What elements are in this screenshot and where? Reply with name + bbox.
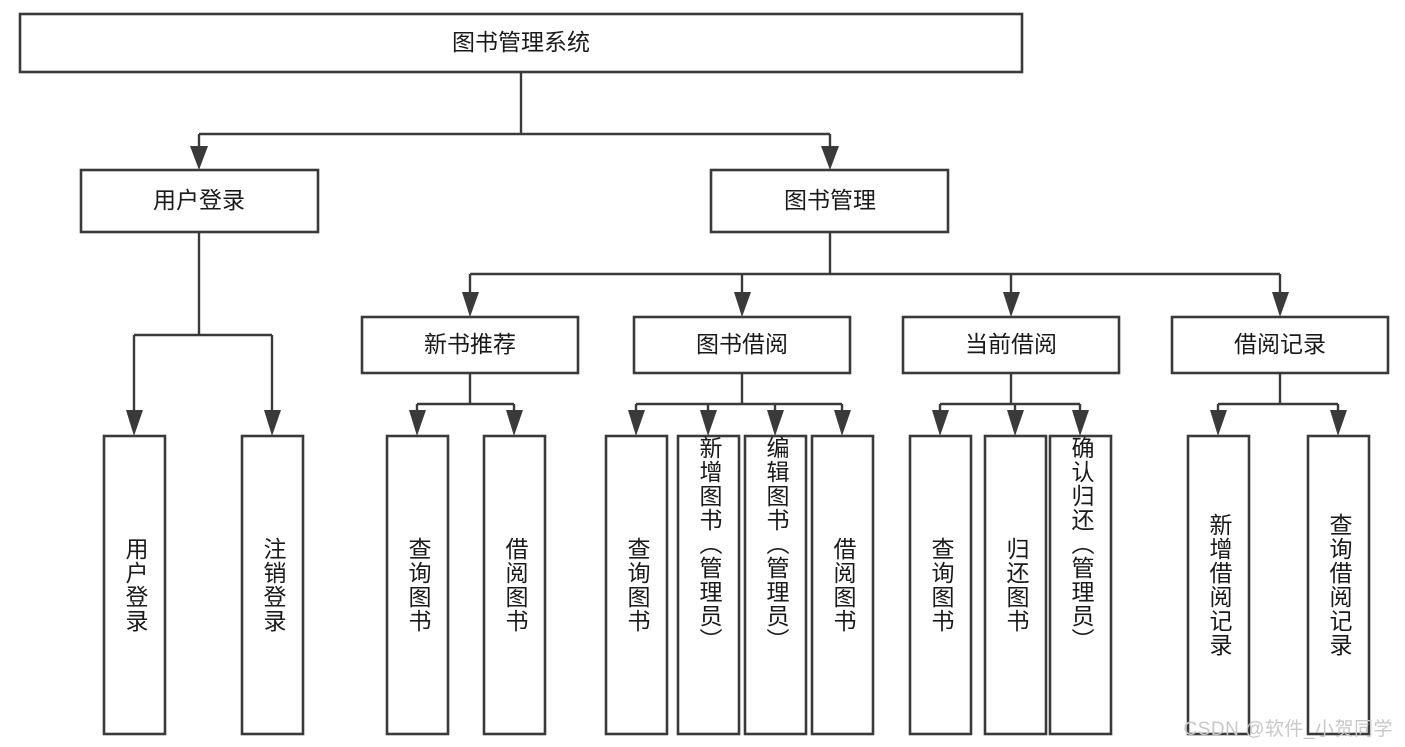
arrow-head-book-manage <box>821 146 839 170</box>
node-user-login-label: 用户登录 <box>153 187 245 213</box>
node-user-login-box[interactable] <box>79 168 320 234</box>
leaf-box-return-book[interactable] <box>983 434 1048 736</box>
node-current-borrow-box[interactable] <box>901 315 1121 375</box>
arrow-head-leaf-return-book <box>1007 410 1024 436</box>
leaf-box-borrow-book-1[interactable] <box>482 434 547 736</box>
node-borrow-record-label: 借阅记录 <box>1234 331 1326 357</box>
arrow-head-user-login <box>190 146 208 170</box>
arrow-head-leaf-edit-book <box>767 410 784 436</box>
connector-group <box>126 72 1347 436</box>
arrow-head-current-borrow <box>1003 292 1020 317</box>
arrow-head-leaf-borrow-book-2 <box>834 410 851 436</box>
node-book-borrow[interactable]: 图书借阅 <box>632 315 852 375</box>
arrow-head-leaf-query-book-1 <box>409 410 426 436</box>
node-new-book-recommend-label: 新书推荐 <box>424 331 516 357</box>
leaf-box-logout[interactable] <box>240 434 305 736</box>
leaf-box-user-login[interactable] <box>102 434 167 736</box>
leaf-box-add-book[interactable] <box>676 434 741 736</box>
arrow-head-leaf-confirm-return <box>1072 410 1089 436</box>
arrow-head-leaf-user-login <box>126 410 143 436</box>
node-borrow-record-box[interactable] <box>1170 315 1390 375</box>
node-root[interactable]: 图书管理系统 <box>18 12 1024 74</box>
node-new-book-recommend-box[interactable] <box>360 315 580 375</box>
leaf-box-query-book-1[interactable] <box>385 434 450 736</box>
leaf-box-query-book-2[interactable] <box>604 434 669 736</box>
leaf-box-group <box>102 434 1371 736</box>
node-book-borrow-label: 图书借阅 <box>696 331 788 357</box>
arrow-head-leaf-logout <box>264 410 281 436</box>
arrow-head-leaf-query-book-2 <box>628 410 645 436</box>
leaf-box-query-record[interactable] <box>1306 434 1371 736</box>
node-new-book-recommend[interactable]: 新书推荐 <box>360 315 580 375</box>
arrow-head-leaf-query-book-3 <box>932 410 949 436</box>
arrow-head-leaf-query-record <box>1330 410 1347 436</box>
arrow-head-book-borrow <box>734 292 751 317</box>
leaf-box-edit-book[interactable] <box>743 434 808 736</box>
leaf-box-query-book-3[interactable] <box>908 434 973 736</box>
arrow-head-new-book-rec <box>462 292 479 317</box>
node-current-borrow[interactable]: 当前借阅 <box>901 315 1121 375</box>
leaf-box-borrow-book-2[interactable] <box>810 434 875 736</box>
arrow-head-leaf-add-book <box>700 410 717 436</box>
leaf-box-add-record[interactable] <box>1186 434 1251 736</box>
arrow-head-borrow-record <box>1272 292 1289 317</box>
leaf-box-confirm-return[interactable] <box>1048 434 1113 736</box>
arrow-head-leaf-add-record <box>1210 410 1227 436</box>
node-root-label: 图书管理系统 <box>452 29 590 55</box>
node-borrow-record[interactable]: 借阅记录 <box>1170 315 1390 375</box>
arrow-head-leaf-borrow-book-1 <box>506 410 523 436</box>
node-book-borrow-box[interactable] <box>632 315 852 375</box>
node-book-manage-box[interactable] <box>709 168 950 234</box>
node-book-manage-label: 图书管理 <box>784 187 876 213</box>
node-user-login[interactable]: 用户登录 <box>79 168 320 234</box>
node-root-box[interactable] <box>18 12 1024 74</box>
node-book-manage[interactable]: 图书管理 <box>709 168 950 234</box>
node-current-borrow-label: 当前借阅 <box>965 331 1057 357</box>
watermark-label: CSDN @软件_小贺同学 <box>1183 719 1393 740</box>
